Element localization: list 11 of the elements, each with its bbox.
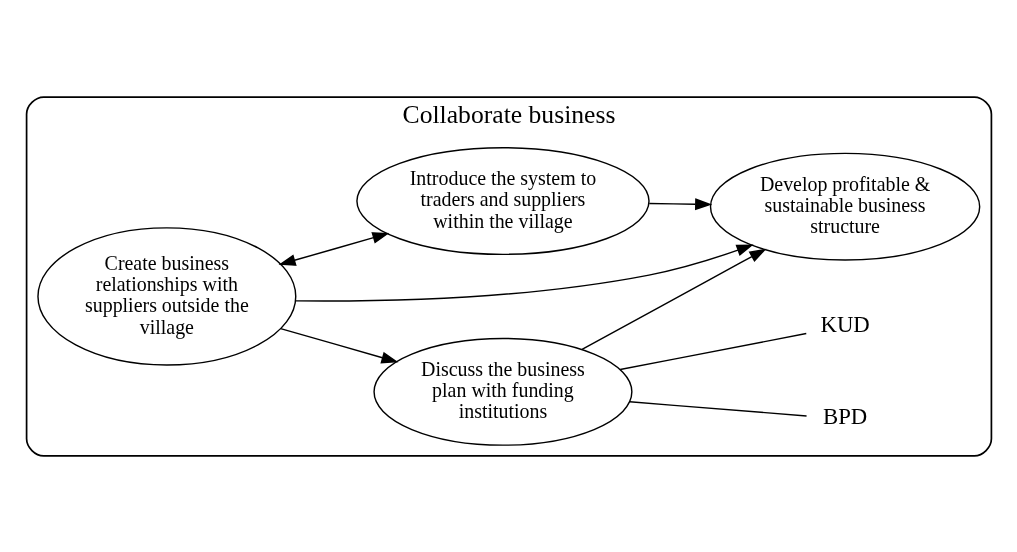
arrow: [648, 197, 712, 210]
arrow: [278, 231, 389, 266]
node-text: BPD: [822, 403, 867, 429]
arrow: [580, 248, 766, 350]
node-ellipse: Discuss the business plan with funding institutions: [372, 337, 633, 446]
node-ellipse: Introduce the system to traders and suppliers within the village: [355, 146, 650, 255]
arrow: [279, 327, 398, 363]
connector: [619, 332, 807, 370]
node-text: KUD: [819, 311, 870, 337]
arrow: [294, 244, 754, 302]
connector: [628, 400, 807, 417]
